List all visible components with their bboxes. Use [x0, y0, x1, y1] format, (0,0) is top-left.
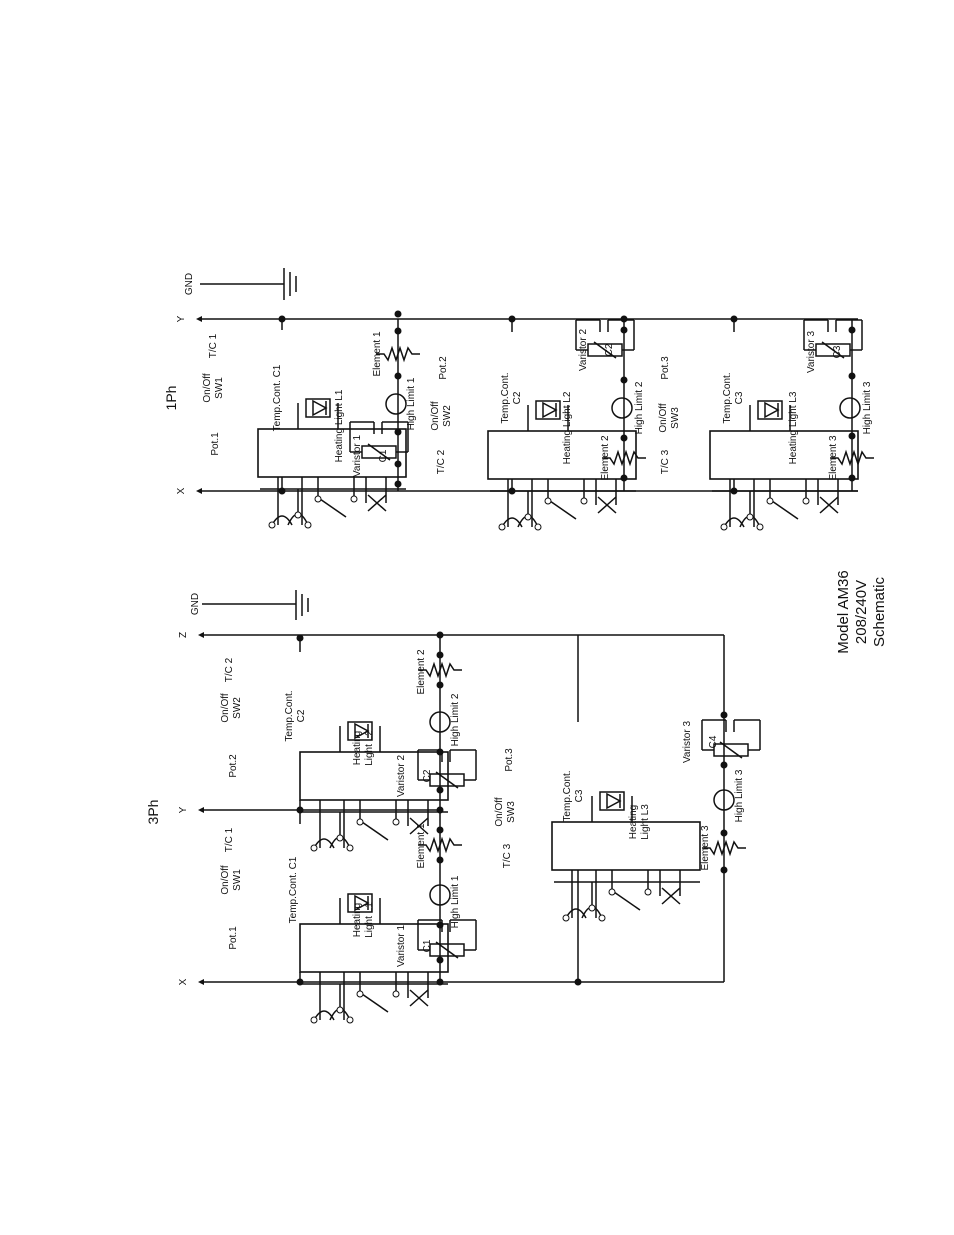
light2-label-b: Light L2: [364, 730, 375, 766]
single-phase-schematic: 1Ph GND Y X: [163, 268, 875, 531]
three-phase-schematic: 3Ph GND Z Y X: [145, 590, 761, 1024]
c2-1ph-controller-label-b: C2: [512, 391, 523, 404]
tc2-label: T/C 2: [224, 657, 235, 682]
sw3-1ph-label-b: SW3: [670, 407, 681, 429]
title-block: Model AM36 208/240V Schematic: [835, 570, 888, 653]
pot3-1ph-label: Pot.3: [660, 356, 671, 380]
tc3-label: T/C 3: [502, 843, 513, 868]
pot2-label: Pot.2: [228, 754, 239, 778]
tc3-1ph-label: T/C 3: [660, 449, 671, 474]
varistor3-label: Varistor 3: [682, 721, 693, 763]
hl2-1ph-label: High Limit 2: [634, 381, 645, 434]
c3-controller-label-a: Temp.Cont.: [562, 770, 573, 821]
sw2-label-b: SW2: [232, 697, 243, 719]
c1-cap-label: C1: [422, 939, 433, 952]
c3-controller-label-b: C3: [574, 789, 585, 802]
element1-1ph-label: Element 1: [372, 331, 383, 376]
single-phase-label: 1Ph: [163, 386, 179, 411]
light1-label-a: Heating: [352, 903, 363, 937]
title-model: Model AM36: [835, 570, 852, 653]
c2-cap-1ph-label: C2: [604, 343, 615, 356]
tc1-1ph-label: T/C 1: [208, 333, 219, 358]
pot1-label: Pot.1: [228, 926, 239, 950]
sw2-label-a: On/Off: [220, 693, 231, 722]
x-rail-label: X: [178, 978, 189, 985]
light1-1ph-label: Heating Light L1: [334, 389, 345, 462]
y-1ph-label: Y: [176, 315, 187, 322]
hl1-1ph-label: High Limit 1: [406, 377, 417, 430]
sw1-1ph-label-b: SW1: [214, 377, 225, 399]
c1-controller-label: Temp.Cont. C1: [288, 856, 299, 923]
y-rail-label: Y: [178, 806, 189, 813]
x-1ph-label: X: [176, 487, 187, 494]
hl3-1ph-label: High Limit 3: [862, 381, 873, 434]
pot1-1ph-label: Pot.1: [210, 432, 221, 456]
sw3-label-a: On/Off: [494, 797, 505, 826]
pot3-label: Pot.3: [504, 748, 515, 772]
sw3-label-b: SW3: [506, 801, 517, 823]
three-phase-label: 3Ph: [145, 800, 161, 825]
hl3-label: High Limit 3: [734, 769, 745, 822]
light2-label-a: Heating: [352, 731, 363, 765]
c1-1ph-controller-label: Temp.Cont. C1: [272, 364, 283, 431]
element2-label: Element 2: [416, 649, 427, 694]
c3-cap-1ph-label: C3: [832, 345, 843, 358]
c4-cap-label: C4: [708, 735, 719, 748]
light3-label-a: Heating: [628, 805, 639, 839]
tc1-label: T/C 1: [224, 827, 235, 852]
element3-1ph-label: Element 3: [828, 435, 839, 480]
title-schematic: Schematic: [871, 576, 888, 647]
c2-controller-label-b: C2: [296, 709, 307, 722]
sw2-1ph-label-b: SW2: [442, 405, 453, 427]
title-voltage: 208/240V: [853, 580, 870, 644]
light2-1ph-label: Heating Light L2: [562, 391, 573, 464]
hl1-label: High Limit 1: [450, 875, 461, 928]
element1-label: Element 1: [416, 823, 427, 868]
light3-label-b: Light L3: [640, 804, 651, 840]
gnd-1ph-label: GND: [184, 273, 195, 295]
sw1-1ph-label-a: On/Off: [202, 373, 213, 402]
hl2-label: High Limit 2: [450, 693, 461, 746]
varistor3-1ph-label: Varistor 3: [806, 331, 817, 373]
gnd-label: GND: [190, 593, 201, 615]
pot2-1ph-label: Pot.2: [438, 356, 449, 380]
tc2-1ph-label: T/C 2: [436, 449, 447, 474]
c2-1ph-controller-label-a: Temp.Cont.: [500, 372, 511, 423]
z-rail-label: Z: [178, 632, 189, 638]
c2-cap-label: C2: [422, 769, 433, 782]
sw3-1ph-label-a: On/Off: [658, 403, 669, 432]
element2-1ph-label: Element 2: [600, 435, 611, 480]
sw1-label-b: SW1: [232, 869, 243, 891]
c2-controller-label-a: Temp.Cont.: [284, 690, 295, 741]
c1-cap-1ph-label: C1: [378, 449, 389, 462]
varistor2-1ph-label: Varistor 2: [578, 329, 589, 371]
varistor2-label: Varistor 2: [396, 755, 407, 797]
element3-label: Element 3: [700, 825, 711, 870]
c3-1ph-controller-label-a: Temp.Cont.: [722, 372, 733, 423]
sw1-label-a: On/Off: [220, 865, 231, 894]
tc-c3-3ph: [551, 791, 701, 922]
light1-label-b: Light L1: [364, 902, 375, 938]
light3-1ph-label: Heating Light L3: [788, 391, 799, 464]
c3-1ph-controller-label-b: C3: [734, 391, 745, 404]
varistor1-1ph-label: Varistor 1: [352, 435, 363, 477]
varistor1-label: Varistor 1: [396, 925, 407, 967]
sw2-1ph-label-a: On/Off: [430, 401, 441, 430]
